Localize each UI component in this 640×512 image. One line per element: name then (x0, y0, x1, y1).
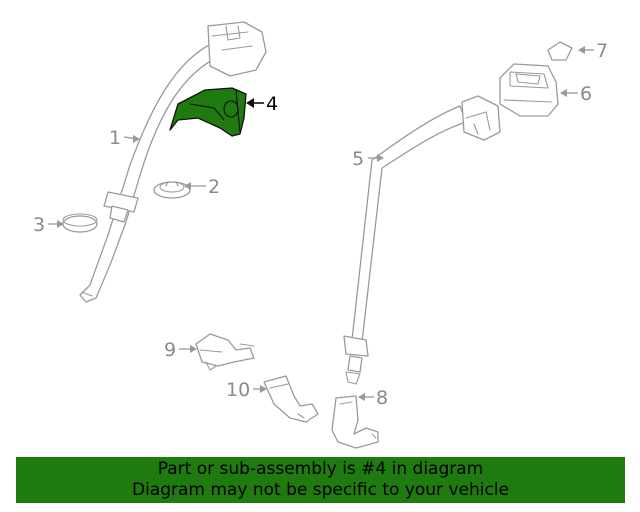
part-4-bracket[interactable] (169, 87, 247, 137)
part-9-sensor[interactable] (195, 333, 255, 371)
callout-5: 5 (352, 148, 364, 170)
callout-7: 7 (596, 40, 608, 62)
callout-2: 2 (208, 176, 220, 198)
callout-8: 8 (376, 387, 388, 409)
callout-3: 3 (33, 214, 45, 236)
part-5-rear-seat-belt[interactable] (343, 95, 501, 385)
callout-labels: 1 2 3 4 5 6 7 8 9 10 (33, 40, 608, 409)
callout-10: 10 (226, 379, 250, 401)
leader-arrows (48, 46, 594, 401)
banner-line-1: Part or sub-assembly is #4 in diagram (157, 459, 484, 479)
callout-6: 6 (580, 83, 592, 105)
part-6-guide[interactable] (499, 63, 559, 117)
part-8-buckle[interactable] (331, 395, 379, 449)
banner-line-2: Diagram may not be specific to your vehi… (131, 480, 509, 500)
callout-1: 1 (109, 127, 121, 149)
part-7-cap[interactable] (547, 41, 573, 61)
part-1-seat-belt[interactable] (79, 21, 267, 303)
info-banner: Part or sub-assembly is #4 in diagram Di… (16, 457, 625, 503)
part-3-cap[interactable] (62, 213, 98, 233)
part-2-grommet[interactable] (153, 181, 191, 199)
part-10-buckle[interactable] (263, 375, 319, 423)
callout-4: 4 (266, 93, 278, 115)
callout-9: 9 (164, 339, 176, 361)
